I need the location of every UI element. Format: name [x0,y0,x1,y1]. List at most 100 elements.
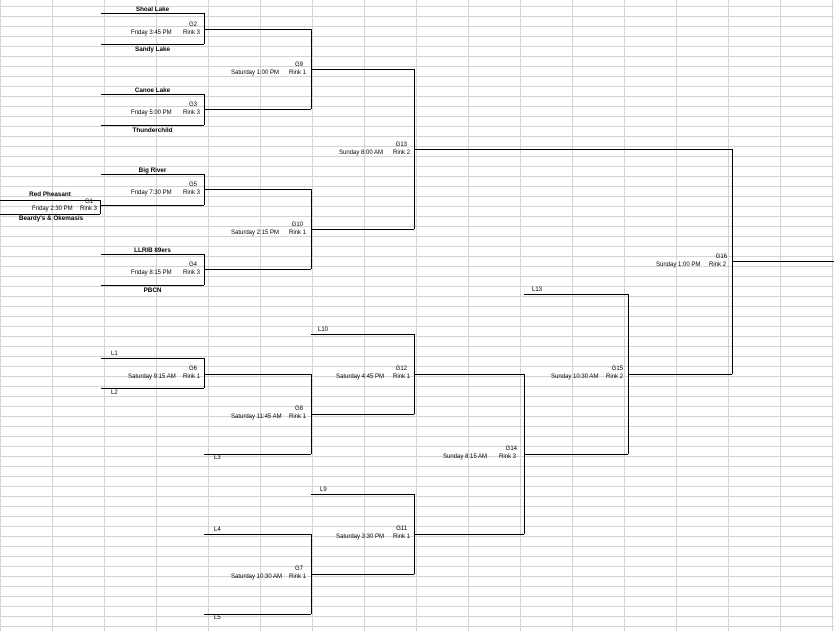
game-rink: Rink 1 [393,374,411,380]
bracket-line [204,614,311,615]
game-rink: Rink 3 [183,30,201,36]
game-time: Saturday 11:45 AM [231,414,282,420]
bracket-line [204,454,311,455]
game-rink: Rink 1 [289,230,307,236]
bracket-line [732,261,834,262]
bracket-line [101,174,204,175]
game-label: G8 [294,406,303,412]
bracket-line [311,414,414,415]
loser-slot-l9[interactable]: L9 [320,487,327,493]
team-canoe-lake[interactable]: Canoe Lake [134,87,171,94]
game-label: G12 [395,366,407,372]
game-time: Saturday 10:30 AM [231,574,283,580]
game-time: Saturday 9:15 AM [128,374,176,380]
bracket-line [204,29,311,30]
game-rink: Rink 3 [80,206,98,212]
game-rink: Rink 2 [606,374,624,380]
loser-slot-l1[interactable]: L1 [111,351,118,357]
game-label: G14 [505,446,517,452]
bracket-line [101,285,204,286]
game-label: G2 [188,22,197,28]
team-sandy-lake[interactable]: Sandy Lake [135,46,170,53]
game-time: Friday 7:30 PM [131,190,172,196]
team-thunderchild[interactable]: Thunderchild [132,127,173,134]
bracket-line [204,189,311,190]
game-label: G3 [188,102,197,108]
bracket-line [101,44,204,45]
game-time: Sunday 1:00 PM [656,262,701,268]
game-label: G1 [84,199,93,205]
game-rink: Rink 1 [289,70,307,76]
game-time: Saturday 2:15 PM [231,230,280,236]
bracket-line [204,534,311,535]
game-label: G5 [188,182,197,188]
team-shoal-lake[interactable]: Shoal Lake [135,6,170,13]
bracket-line [204,374,311,375]
bracket-line [414,374,524,375]
bracket-line [101,205,204,206]
game-time: Friday 8:15 PM [131,270,172,276]
game-time: Saturday 1:00 PM [231,70,280,76]
game-label: G10 [291,222,303,228]
game-time: Friday 2:30 PM [32,206,73,212]
loser-slot-l3[interactable]: L3 [214,455,221,461]
loser-slot-l10[interactable]: L10 [318,327,329,333]
bracket-line [311,229,414,230]
game-label: G11 [396,526,407,532]
bracket-line [100,200,101,214]
loser-slot-l2[interactable]: L2 [111,390,118,396]
game-time: Friday 3:45 PM [131,30,172,36]
bracket-line [0,214,100,215]
bracket-line [101,125,204,126]
bracket-line [414,534,524,535]
loser-slot-l5[interactable]: L5 [214,615,221,621]
bracket-line [414,149,732,150]
game-label: G4 [188,262,197,268]
bracket-line [414,494,415,574]
bracket-line [628,294,629,454]
bracket-line [311,334,414,335]
game-time: Saturday 4:45 PM [336,374,385,380]
game-rink: Rink 3 [499,454,517,460]
game-rink: Rink 3 [183,110,201,116]
game-time: Saturday 3:30 PM [336,534,385,540]
bracket-line [628,374,732,375]
bracket-line [101,388,204,389]
bracket-line [101,94,204,95]
bracket-line [101,13,204,14]
game-rink: Rink 3 [183,190,201,196]
team-llrib[interactable]: LLRIB 89ers [134,247,171,254]
game-rink: Rink 1 [183,374,201,380]
team-pbcn[interactable]: PBCN [143,287,162,294]
bracket-line [311,534,312,614]
bracket-line [311,574,414,575]
game-label: G7 [294,566,303,572]
bracket-line [311,69,414,70]
loser-slot-l4[interactable]: L4 [214,527,221,533]
game-label: G6 [188,366,197,372]
game-rink: Rink 3 [183,270,201,276]
bracket-line [204,269,311,270]
game-time: Sunday 10:30 AM [551,374,599,380]
game-rink: Rink 2 [709,262,727,268]
bracket-line [101,358,204,359]
bracket-line [0,200,100,201]
bracket-line [311,494,414,495]
bracket-line [524,294,628,295]
bracket-line [204,358,205,388]
loser-slot-l13[interactable]: L13 [532,287,543,293]
game-label: G16 [715,254,727,260]
game-time: Sunday 8:00 AM [339,150,384,156]
team-big-river[interactable]: Big River [138,167,167,174]
game-time: Friday 5:00 PM [131,110,172,116]
game-rink: Rink 1 [289,574,307,580]
game-rink: Rink 1 [289,414,307,420]
game-label: G9 [294,62,303,68]
game-time: Sunday 8:15 AM [443,454,488,460]
game-rink: Rink 2 [393,150,411,156]
bracket-line [204,13,205,44]
game-label: G15 [611,366,623,372]
team-beardys[interactable]: Beardy's & Okemasis [18,215,84,222]
team-red-pheasant[interactable]: Red Pheasant [29,191,71,198]
